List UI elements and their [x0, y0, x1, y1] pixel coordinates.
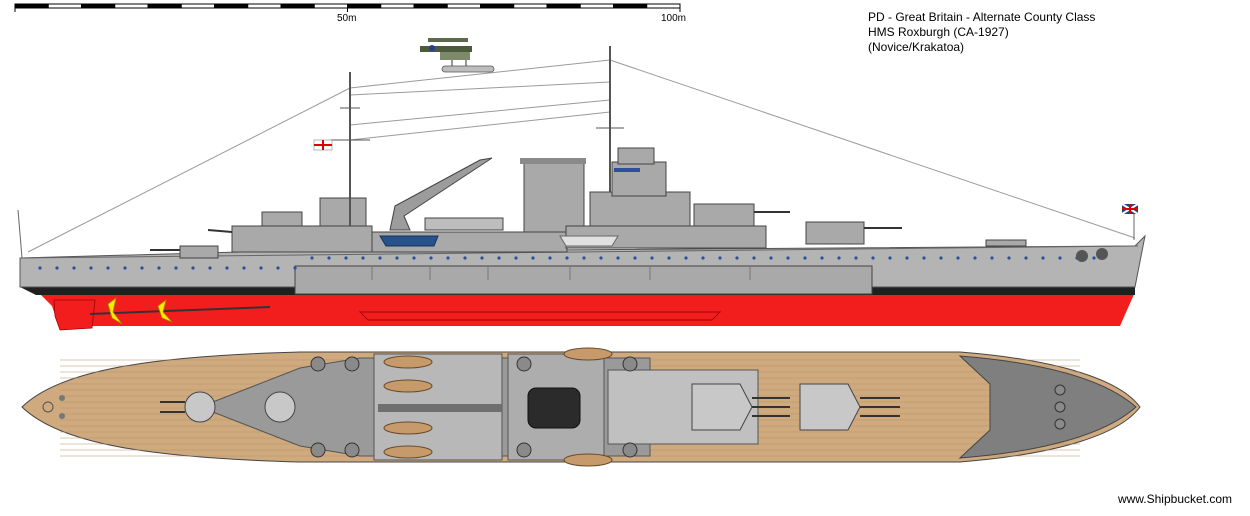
- porthole: [667, 256, 671, 260]
- scale-segment: [281, 4, 315, 8]
- porthole: [701, 256, 705, 260]
- rigging: [27, 59, 1136, 253]
- seaplane-icon: [420, 38, 495, 73]
- turrets: [184, 383, 861, 431]
- porthole: [174, 266, 178, 270]
- porthole: [599, 256, 603, 260]
- porthole: [990, 256, 994, 260]
- porthole: [803, 256, 807, 260]
- porthole: [548, 256, 552, 260]
- caption-block: PD - Great Britain - Alternate County Cl…: [868, 10, 1095, 55]
- porthole: [684, 256, 688, 260]
- side-profile: [17, 38, 1146, 331]
- porthole: [888, 256, 892, 260]
- porthole: [837, 256, 841, 260]
- porthole: [123, 266, 127, 270]
- belt-dividers: [371, 266, 751, 280]
- porthole: [446, 256, 450, 260]
- porthole: [344, 256, 348, 260]
- porthole: [718, 256, 722, 260]
- porthole: [242, 266, 246, 270]
- porthole: [140, 266, 144, 270]
- porthole: [208, 266, 212, 270]
- plan-view: [21, 347, 1141, 467]
- porthole: [395, 256, 399, 260]
- porthole: [480, 256, 484, 260]
- porthole: [89, 266, 93, 270]
- porthole: [786, 256, 790, 260]
- caption-author: (Novice/Krakatoa): [868, 40, 965, 54]
- scale-segment: [214, 4, 248, 8]
- propeller-fwd: [157, 299, 173, 323]
- porthole: [854, 256, 858, 260]
- shipbucket-credit: www.Shipbucket.com: [1117, 492, 1232, 506]
- porthole: [412, 256, 416, 260]
- porthole: [633, 256, 637, 260]
- porthole: [650, 256, 654, 260]
- scale-label-50m: 50m: [337, 13, 357, 24]
- porthole: [106, 266, 110, 270]
- porthole: [276, 266, 280, 270]
- propeller-aft: [107, 297, 123, 325]
- caption-ship-name: HMS Roxburgh (CA-1927): [868, 25, 1009, 39]
- porthole: [1092, 256, 1096, 260]
- porthole: [769, 256, 773, 260]
- porthole: [72, 266, 76, 270]
- porthole: [973, 256, 977, 260]
- caption-class: PD - Great Britain - Alternate County Cl…: [868, 10, 1096, 24]
- porthole: [735, 256, 739, 260]
- porthole: [871, 256, 875, 260]
- porthole: [905, 256, 909, 260]
- porthole: [310, 256, 314, 260]
- porthole: [616, 256, 620, 260]
- hull-underwater: [38, 292, 1135, 326]
- scale-segment: [15, 4, 49, 8]
- porthole: [1041, 256, 1045, 260]
- porthole: [582, 256, 586, 260]
- union-jack-icon: [1121, 203, 1139, 215]
- scale-segment: [148, 4, 182, 8]
- porthole: [514, 256, 518, 260]
- porthole: [429, 256, 433, 260]
- scale-segment: [613, 4, 647, 8]
- porthole: [259, 266, 263, 270]
- scale-segment: [480, 4, 514, 8]
- porthole: [531, 256, 535, 260]
- porthole: [1007, 256, 1011, 260]
- porthole: [157, 266, 161, 270]
- porthole: [361, 256, 365, 260]
- porthole: [293, 266, 297, 270]
- porthole: [38, 266, 42, 270]
- white-ensign-icon: [313, 139, 333, 151]
- superstructure: [179, 147, 1027, 259]
- porthole: [939, 256, 943, 260]
- porthole: [55, 266, 59, 270]
- porthole: [463, 256, 467, 260]
- scale-label-100m: 100m: [661, 13, 687, 24]
- porthole: [1024, 256, 1028, 260]
- portholes: [38, 256, 1096, 270]
- porthole: [956, 256, 960, 260]
- launch: [379, 235, 439, 247]
- porthole: [1058, 256, 1062, 260]
- porthole: [225, 266, 229, 270]
- porthole: [191, 266, 195, 270]
- porthole: [378, 256, 382, 260]
- porthole: [820, 256, 824, 260]
- porthole: [752, 256, 756, 260]
- porthole: [497, 256, 501, 260]
- scale-segment: [547, 4, 581, 8]
- porthole: [565, 256, 569, 260]
- scale-segment: [347, 4, 381, 8]
- scale-segment: [414, 4, 448, 8]
- scale-bar: [14, 3, 681, 12]
- scale-segment: [81, 4, 115, 8]
- porthole: [327, 256, 331, 260]
- porthole: [922, 256, 926, 260]
- boats: [383, 347, 613, 467]
